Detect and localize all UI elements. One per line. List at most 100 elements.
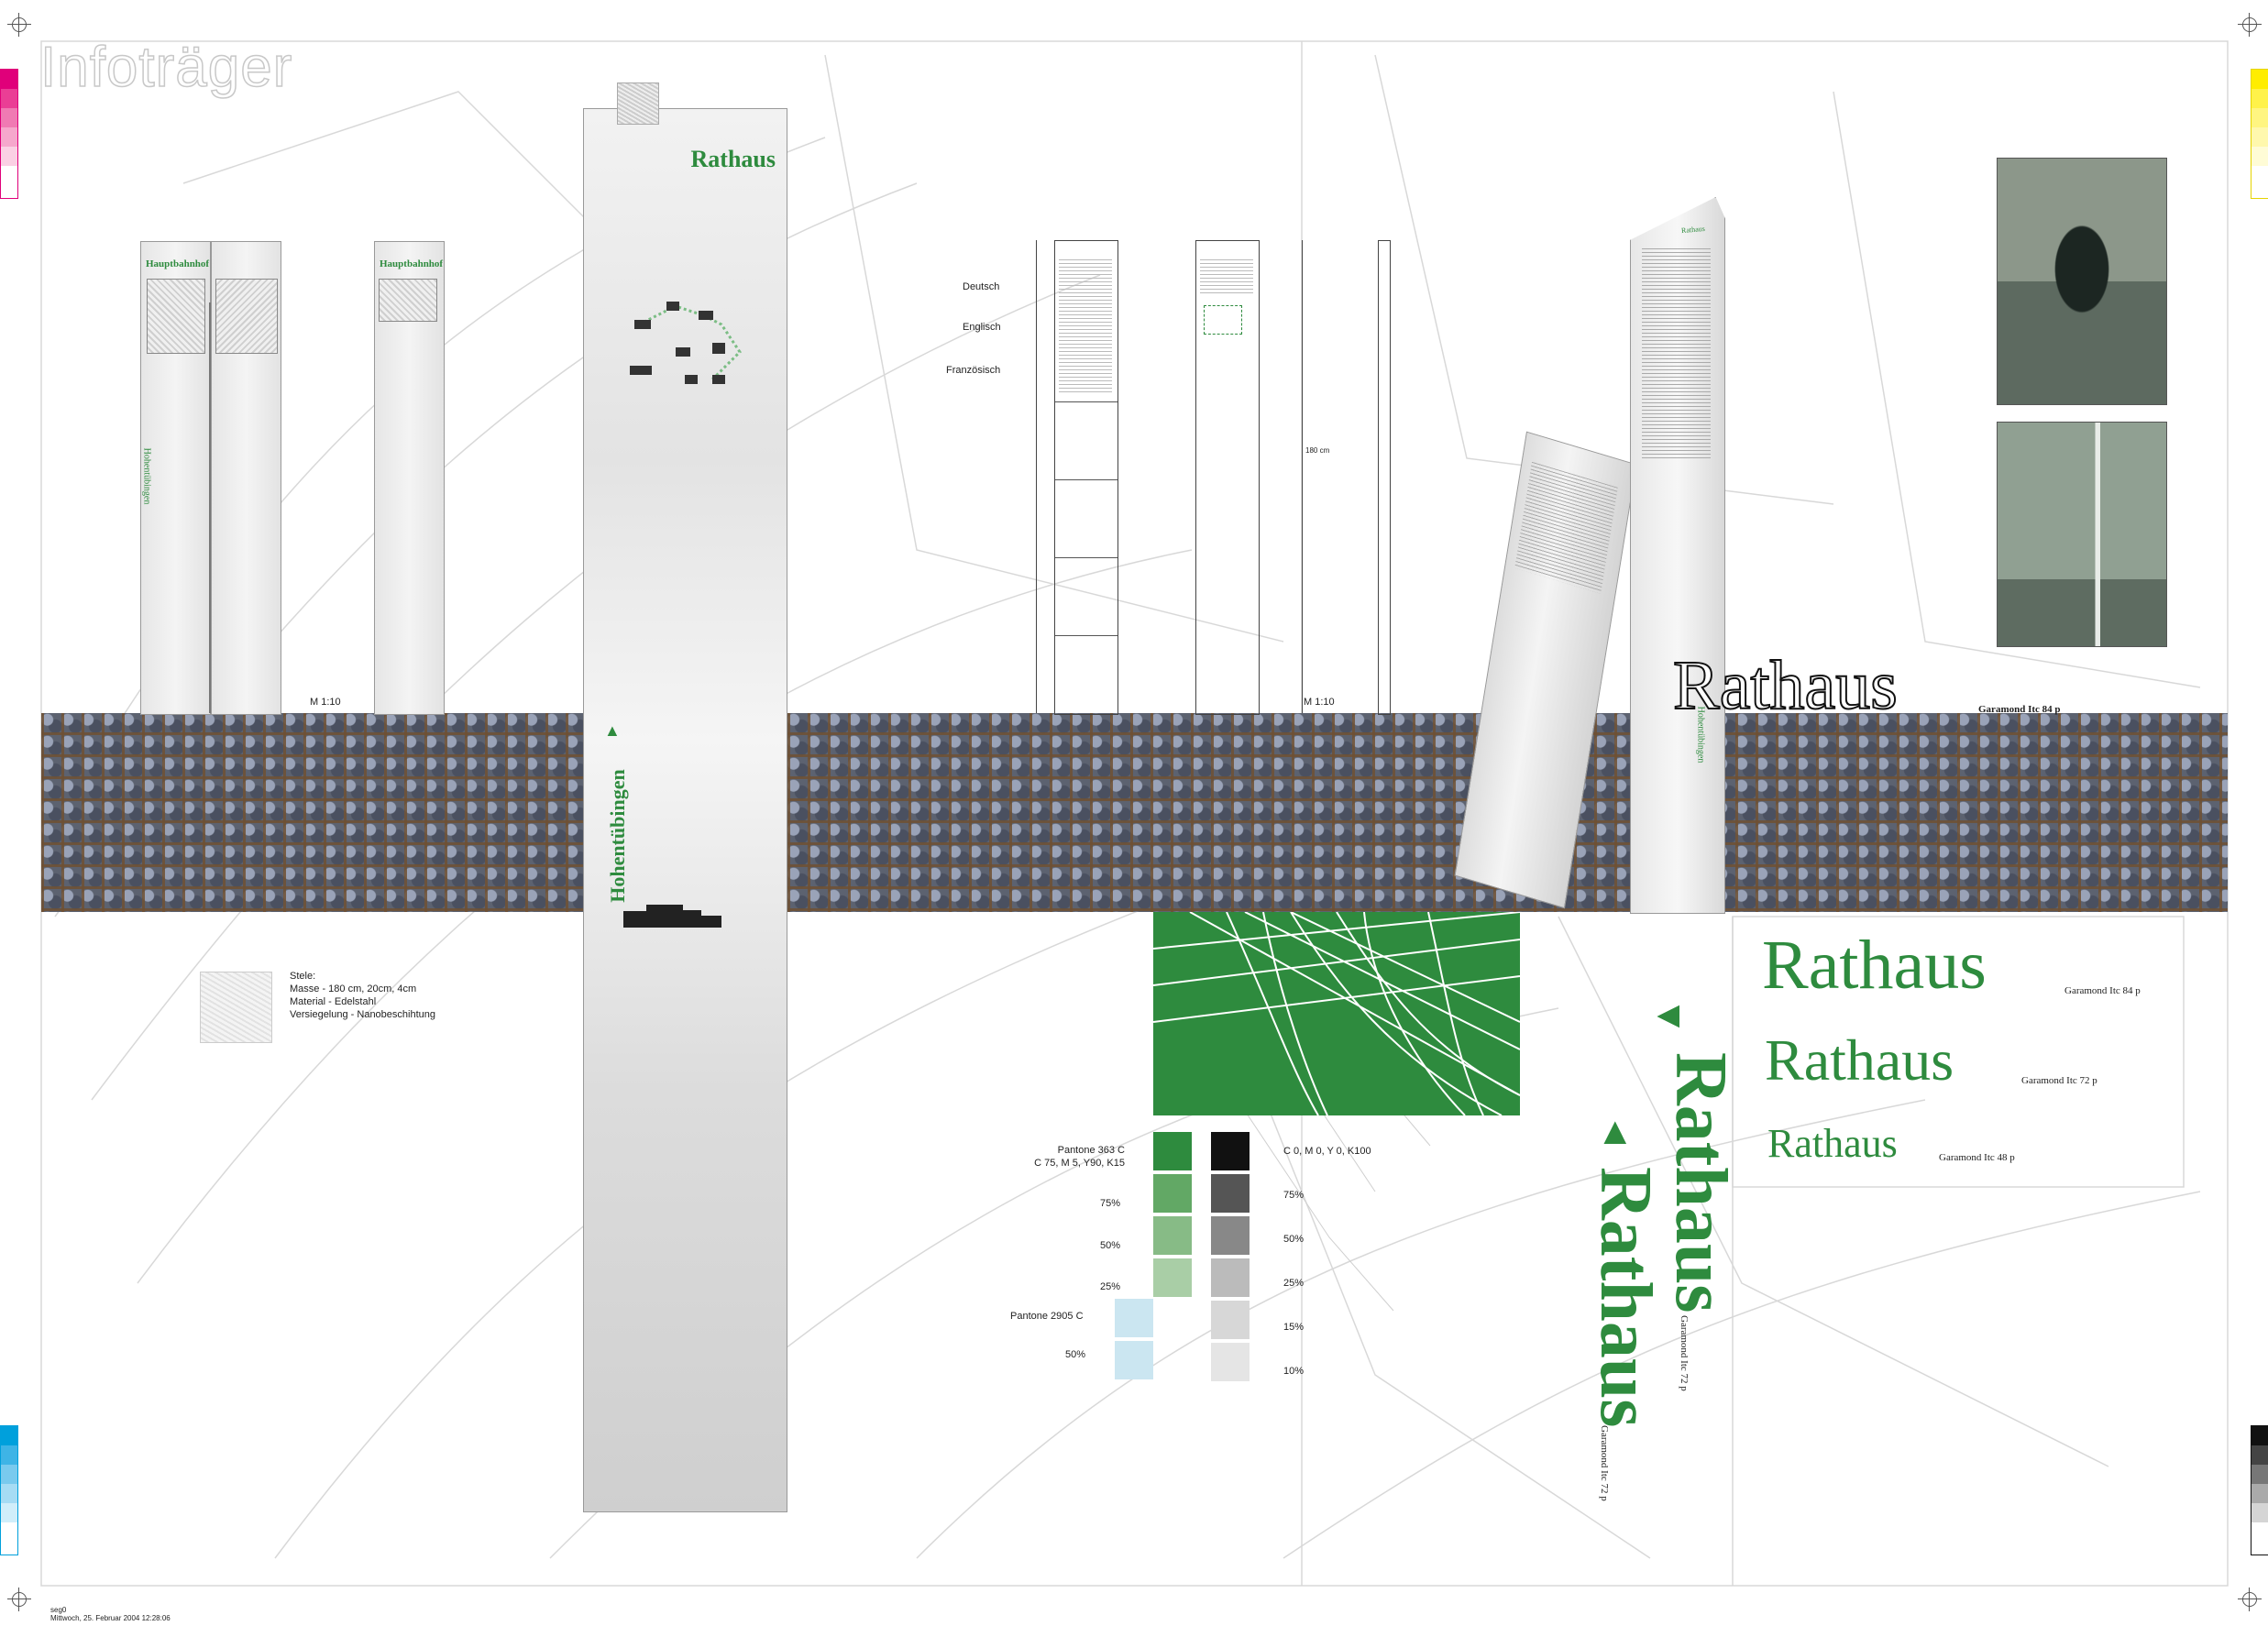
blue-swatch-50	[1115, 1341, 1153, 1379]
height-dimension-label: 180 cm	[1305, 446, 1330, 455]
dimension-line-height	[1302, 240, 1303, 713]
direction-arrow: ▲	[604, 721, 621, 740]
gray-swatch-75	[1211, 1174, 1250, 1213]
black-percent-10: 10%	[1283, 1366, 1305, 1377]
drawing-map	[1204, 305, 1242, 335]
magenta-color-bar	[0, 69, 18, 199]
dimension-line	[1036, 240, 1037, 713]
page-title: Infoträger	[39, 35, 293, 100]
material-sample-top	[617, 82, 659, 125]
stele-spec: Stele: Masse - 180 cm, 20cm, 4cm Materia…	[290, 970, 435, 1021]
stele-spec-material: Material - Edelstahl	[290, 996, 377, 1007]
gray-swatch-15	[1211, 1301, 1250, 1339]
gray-swatch-25	[1211, 1258, 1250, 1297]
stele-render-title: Rathaus	[1680, 224, 1706, 236]
stele-vertical-label: Hohentübingen	[141, 447, 152, 505]
main-stele-vertical-label: Hohentübingen	[605, 769, 629, 903]
rathaus-84p: Rathaus	[1762, 927, 1987, 1004]
green-swatch-100	[1153, 1132, 1192, 1170]
stele-spec-title: Stele:	[290, 971, 316, 982]
drawing-divider	[1055, 557, 1117, 558]
pantone-green-cmyk: C 75, M 5, Y90, K15	[1034, 1158, 1125, 1169]
stele-label-hauptbahnhof: Hauptbahnhof	[146, 258, 210, 269]
blue-percent-50: 50%	[1065, 1349, 1086, 1360]
registration-mark-top-left	[7, 13, 31, 37]
direction-arrow-large-2: ▲	[1596, 1109, 1635, 1152]
stele-spec-dimensions: Masse - 180 cm, 20cm, 4cm	[290, 983, 417, 994]
cobblestone-ground	[41, 713, 2228, 912]
stele-map	[147, 279, 205, 354]
cyan-color-bar	[0, 1425, 18, 1555]
drawing-divider	[1055, 635, 1117, 636]
yellow-color-bar	[2251, 69, 2268, 199]
stele-small-1: Hauptbahnhof Hohentübingen	[140, 241, 211, 715]
black-percent-50: 50%	[1283, 1234, 1305, 1245]
technical-drawing-side	[1195, 240, 1260, 715]
vertical-caption-2: Garamond Itc 72 p	[1599, 1425, 1610, 1501]
direction-arrow-large-1: ▲	[1644, 997, 1688, 1036]
rathaus-72p: Rathaus	[1765, 1027, 1954, 1093]
stele-small-3: Hauptbahnhof	[374, 241, 445, 715]
technical-drawing-profile	[1378, 240, 1391, 715]
scale-label-2: M 1:10	[1304, 697, 1335, 708]
language-label-franzoesisch: Französisch	[946, 365, 1001, 376]
rathaus-48p: Rathaus	[1767, 1121, 1898, 1166]
outline-rathaus-sample: Rathaus	[1672, 646, 1899, 725]
registration-mark-top-right	[2238, 13, 2262, 37]
drawing-text-block	[1200, 259, 1253, 296]
main-stele-title: Rathaus	[690, 146, 776, 172]
vertical-rathaus-1: Rathaus	[1660, 1052, 1741, 1313]
caption-72p: Garamond Itc 72 p	[2021, 1075, 2097, 1086]
gray-swatch-100	[1211, 1132, 1250, 1170]
vertical-rathaus-2: Rathaus	[1585, 1167, 1666, 1428]
green-pattern-box	[1153, 912, 1520, 1115]
pantone-green-label: Pantone 363 C C 75, M 5, Y90, K15	[1019, 1144, 1125, 1170]
registration-mark-bottom-right	[2238, 1588, 2262, 1611]
drawing-text-block	[1059, 259, 1112, 392]
green-percent-25: 25%	[1100, 1281, 1121, 1292]
gray-swatch-10	[1211, 1343, 1250, 1381]
outline-font-caption: Garamond Itc 84 p	[1978, 704, 2061, 715]
drawing-divider	[1055, 401, 1117, 402]
stele-connector	[209, 302, 211, 713]
caption-84p: Garamond Itc 84 p	[2064, 985, 2141, 996]
main-stele-map	[630, 302, 742, 384]
footer-line-2: Mittwoch, 25. Februar 2004 12:28:06	[50, 1614, 171, 1622]
green-swatch-25	[1153, 1258, 1192, 1297]
stele-render-text	[1514, 461, 1618, 594]
stele-render-upright: Rathaus Hohentübingen	[1630, 197, 1725, 914]
photo-stele-building	[1997, 422, 2167, 647]
green-swatch-75	[1153, 1174, 1192, 1213]
vertical-caption-1: Garamond Itc 72 p	[1679, 1315, 1690, 1391]
language-label-deutsch: Deutsch	[963, 281, 1000, 292]
pantone-blue-label: Pantone 2905 C	[1010, 1311, 1084, 1322]
green-swatch-50	[1153, 1216, 1192, 1255]
footer-line-1: seg0	[50, 1606, 67, 1614]
stele-label-hauptbahnhof-2: Hauptbahnhof	[380, 258, 444, 269]
main-stele: Rathaus ▲ Hohentübingen	[583, 108, 787, 1512]
pantone-green-name: Pantone 363 C	[1057, 1145, 1125, 1156]
language-label-englisch: Englisch	[963, 322, 1001, 333]
caption-48p: Garamond Itc 48 p	[1939, 1152, 2015, 1163]
black-percent-75: 75%	[1283, 1190, 1305, 1201]
black-percent-25: 25%	[1283, 1278, 1305, 1289]
technical-drawing-front	[1054, 240, 1118, 715]
drawing-divider	[1055, 479, 1117, 480]
footer-info: seg0 Mittwoch, 25. Februar 2004 12:28:06	[50, 1606, 171, 1622]
green-percent-75: 75%	[1100, 1198, 1121, 1209]
stele-render-text	[1642, 248, 1711, 459]
photo-archway	[1997, 158, 2167, 405]
stele-small-2	[211, 241, 281, 715]
stele-map	[379, 279, 437, 322]
stele-map	[215, 279, 278, 354]
scale-label-1: M 1:10	[310, 697, 341, 708]
registration-mark-bottom-left	[7, 1588, 31, 1611]
castle-icon	[623, 905, 721, 928]
blue-swatch-100	[1115, 1299, 1153, 1337]
material-sample-swatch	[200, 972, 272, 1043]
gray-swatch-50	[1211, 1216, 1250, 1255]
black-spec-label: C 0, M 0, Y 0, K100	[1283, 1146, 1371, 1157]
green-percent-50: 50%	[1100, 1240, 1121, 1251]
black-color-bar	[2251, 1425, 2268, 1555]
black-percent-15: 15%	[1283, 1322, 1305, 1333]
